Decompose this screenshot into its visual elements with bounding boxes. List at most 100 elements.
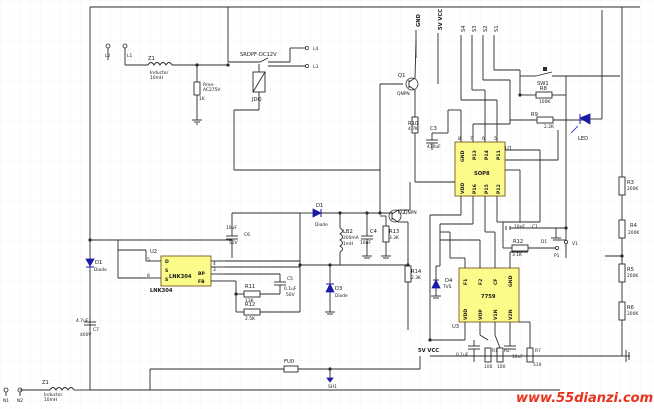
svg-text:100: 100 bbox=[484, 364, 493, 370]
resistor-r8: R8 100K bbox=[519, 76, 567, 250]
svg-text:SOP8: SOP8 bbox=[474, 171, 490, 177]
svg-text:VDD: VDD bbox=[463, 309, 469, 320]
svg-text:7: 7 bbox=[470, 136, 473, 142]
diode-d3: D3 Diode bbox=[325, 265, 348, 315]
svg-text:2.2K: 2.2K bbox=[544, 124, 554, 130]
svg-text:SW1: SW1 bbox=[537, 81, 549, 87]
svg-text:P13: P13 bbox=[472, 150, 478, 160]
svg-text:U1: U1 bbox=[505, 146, 512, 152]
svg-text:R11: R11 bbox=[245, 284, 255, 290]
svg-text:Diode: Diode bbox=[335, 293, 348, 299]
svg-text:C1: C1 bbox=[532, 224, 538, 230]
svg-text:400V: 400V bbox=[80, 332, 91, 338]
probe-p1: P1 D1 V1 bbox=[541, 239, 578, 259]
svg-text:L1: L1 bbox=[127, 53, 132, 59]
svg-text:S: S bbox=[165, 268, 168, 274]
svg-text:S4: S4 bbox=[461, 25, 467, 32]
svg-text:R12: R12 bbox=[513, 239, 523, 245]
svg-text:0.1uF: 0.1uF bbox=[284, 286, 297, 292]
svg-text:LED: LED bbox=[578, 136, 588, 142]
svg-text:D1: D1 bbox=[316, 203, 323, 209]
capacitor-c7: 4.7uF C7 400V bbox=[76, 318, 99, 338]
svg-text:P11: P11 bbox=[496, 150, 502, 160]
connector-l2[interactable]: L2 bbox=[105, 43, 110, 60]
led: LED bbox=[570, 10, 603, 142]
capacitor-c3: C3 470uF bbox=[426, 126, 448, 150]
connector-l1[interactable]: L1 bbox=[122, 43, 132, 60]
svg-text:5: 5 bbox=[494, 136, 497, 142]
svg-text:SH1: SH1 bbox=[328, 384, 337, 390]
svg-text:C3: C3 bbox=[430, 126, 437, 132]
svg-text:Z1: Z1 bbox=[148, 56, 155, 62]
svg-text:Rme-: Rme- bbox=[203, 82, 215, 88]
svg-text:5: 5 bbox=[147, 257, 150, 263]
svg-text:D4: D4 bbox=[445, 278, 453, 284]
svg-text:10nF: 10nF bbox=[512, 354, 523, 360]
inductor-z1-top: Z1 Inductor 10mH bbox=[125, 56, 228, 81]
svg-text:R8: R8 bbox=[540, 86, 547, 92]
svg-text:200K: 200K bbox=[627, 186, 638, 192]
svg-text:3.1K: 3.1K bbox=[512, 252, 522, 258]
svg-text:10uF: 10uF bbox=[360, 240, 371, 246]
vcc-top-label: 5V VCC bbox=[437, 9, 444, 40]
svg-text:P16: P16 bbox=[472, 184, 478, 194]
svg-text:13K: 13K bbox=[245, 298, 254, 304]
svg-text:P12: P12 bbox=[496, 184, 502, 194]
svg-text:8: 8 bbox=[458, 136, 461, 142]
switch-sw1[interactable]: SW1 bbox=[520, 67, 620, 87]
gnd-top-label: GND bbox=[415, 13, 422, 40]
svg-text:4: 4 bbox=[213, 261, 216, 267]
svg-text:QNPN: QNPN bbox=[404, 210, 417, 216]
resistor-r12: R12 3.1K bbox=[503, 239, 556, 258]
svg-text:N2: N2 bbox=[17, 398, 23, 404]
svg-text:R2: R2 bbox=[504, 348, 510, 354]
resistor-r3: R3 200K bbox=[618, 176, 638, 196]
resistor-r13: R13 3.3K bbox=[381, 216, 399, 259]
svg-text:VDD: VDD bbox=[460, 183, 466, 194]
ic-sop8: U1 SOP8 GND P13 P14 P11 VDD P16 P15 P12 … bbox=[454, 132, 512, 206]
svg-text:GND: GND bbox=[460, 150, 466, 162]
svg-text:VOP: VOP bbox=[478, 309, 484, 320]
svg-text:QNPN: QNPN bbox=[397, 91, 410, 97]
svg-text:R6: R6 bbox=[627, 305, 634, 311]
svg-text:FU0: FU0 bbox=[284, 359, 294, 365]
svg-text:0.1uF: 0.1uF bbox=[456, 352, 469, 358]
capacitor-c2: 10nF bbox=[504, 335, 523, 360]
svg-text:V1: V1 bbox=[572, 241, 578, 247]
diode-d1-left: D1 Diode bbox=[85, 258, 107, 273]
svg-text:S: S bbox=[165, 277, 168, 283]
svg-text:100K: 100K bbox=[539, 99, 550, 105]
svg-text:P15: P15 bbox=[484, 184, 490, 194]
svg-text:LB2: LB2 bbox=[343, 229, 353, 235]
svg-text:200K: 200K bbox=[628, 230, 639, 236]
svg-text:1K: 1K bbox=[199, 96, 205, 102]
resistor-r4: R4 200K bbox=[618, 219, 639, 239]
svg-text:5V VCC: 5V VCC bbox=[418, 348, 439, 354]
svg-text:Q1: Q1 bbox=[398, 73, 405, 79]
capacitor-c4: C4 10uF bbox=[360, 213, 378, 259]
svg-text:S3: S3 bbox=[472, 25, 478, 32]
svg-text:JDQ: JDQ bbox=[251, 97, 262, 103]
svg-text:3.3K: 3.3K bbox=[389, 235, 399, 241]
svg-text:10mH: 10mH bbox=[44, 397, 57, 403]
svg-text:SRDPF-DC12V: SRDPF-DC12V bbox=[240, 52, 277, 58]
svg-text:6: 6 bbox=[482, 136, 485, 142]
inductor-z1-bottom: Z1 Inductor 10mH bbox=[20, 380, 90, 403]
resistor-r6: R6 200K bbox=[618, 301, 638, 321]
svg-text:V1N: V1N bbox=[493, 309, 499, 320]
svg-text:R12: R12 bbox=[245, 302, 255, 308]
svg-text:D1: D1 bbox=[541, 239, 547, 245]
svg-text:3: 3 bbox=[213, 267, 216, 273]
varistor-rme: Rme- AC275V 1K bbox=[192, 65, 220, 125]
svg-text:10mH: 10mH bbox=[150, 75, 163, 81]
svg-text:470uF: 470uF bbox=[427, 144, 441, 150]
capacitor-c5: 0.1uF C5 50V bbox=[274, 274, 297, 298]
svg-text:10nF: 10nF bbox=[514, 224, 525, 230]
svg-text:GND: GND bbox=[508, 275, 514, 287]
svg-text:R13: R13 bbox=[389, 229, 399, 235]
svg-text:Inductor: Inductor bbox=[150, 70, 168, 76]
fuse-fu0: FU0 bbox=[149, 356, 421, 390]
svg-text:510: 510 bbox=[533, 362, 542, 368]
svg-text:C5: C5 bbox=[287, 276, 293, 282]
